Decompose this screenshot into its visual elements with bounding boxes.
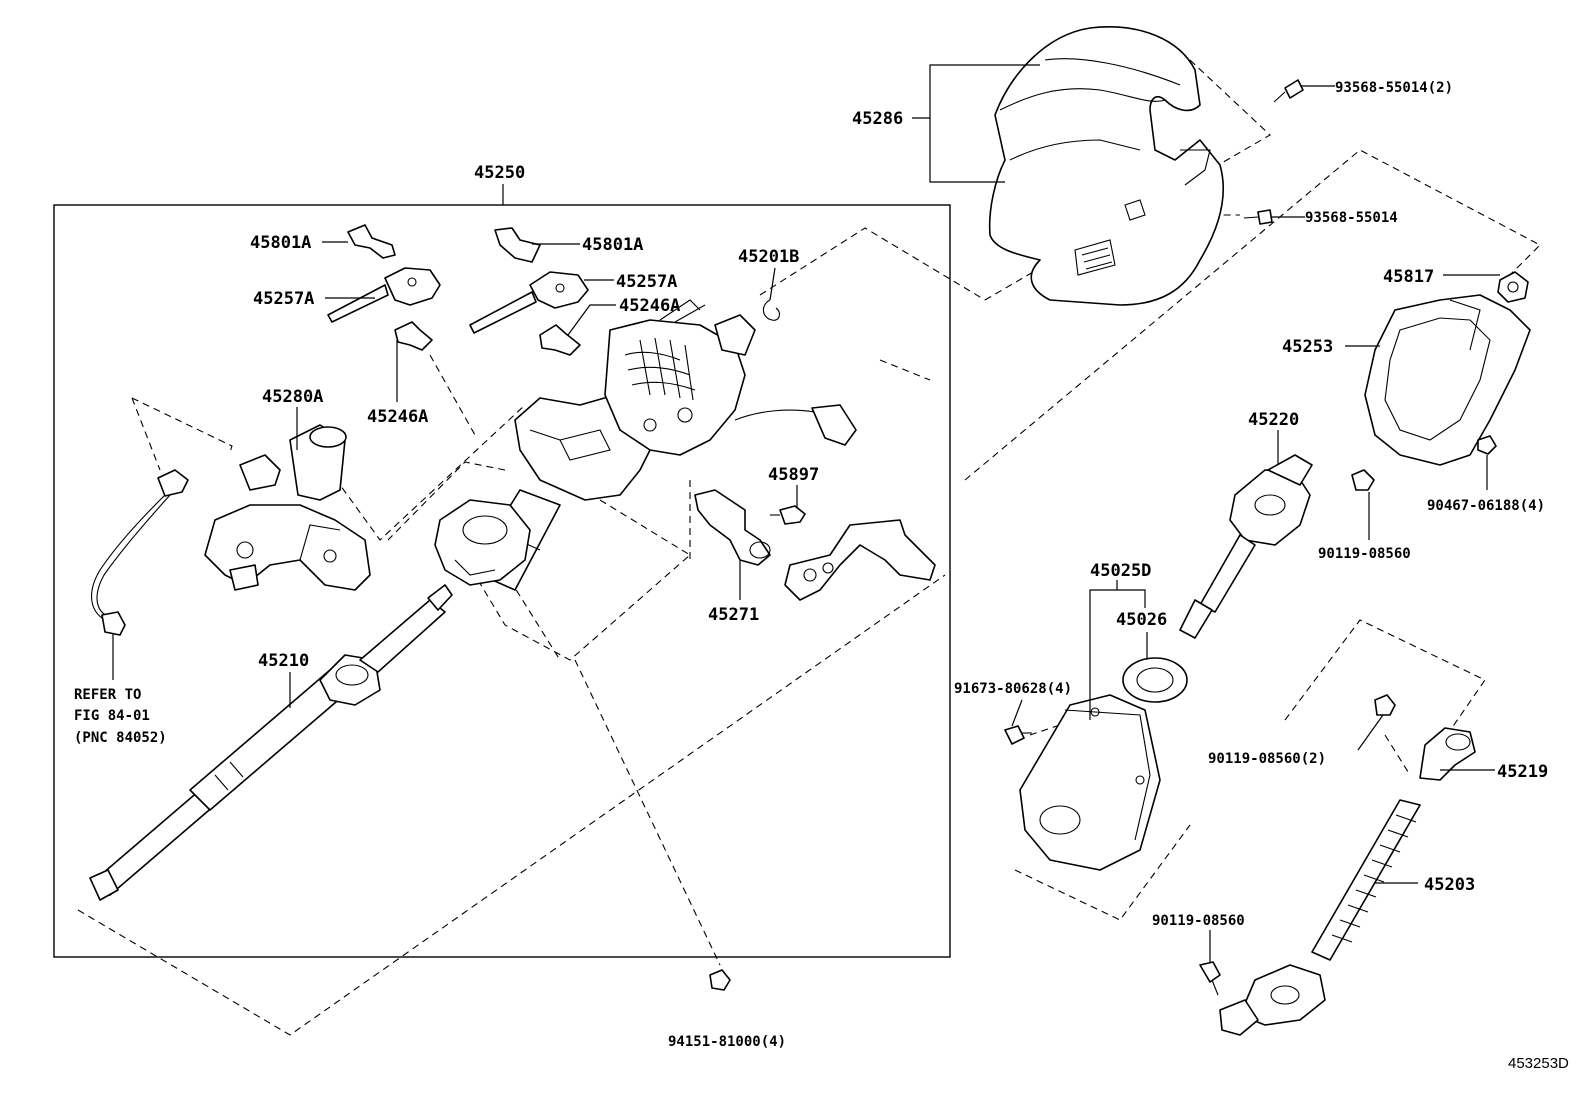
label-45801a-left: 45801A <box>250 233 311 253</box>
label-93568-55014-2: 93568-55014(2) <box>1335 80 1453 96</box>
tilt-handle <box>784 519 936 601</box>
label-45246a-right: 45246A <box>619 296 680 316</box>
label-45250: 45250 <box>474 163 525 183</box>
tilt-lever-45271 <box>694 489 771 566</box>
leader-45246a-right <box>567 304 616 336</box>
assembly-frame-45250 <box>53 204 951 958</box>
lock-spring-left <box>394 321 433 351</box>
label-94151-81000: 94151-81000(4) <box>668 1034 786 1050</box>
wire-harness <box>91 469 189 636</box>
label-90119-08560-a: 90119-08560 <box>1318 546 1411 562</box>
label-90119-08560-2: 90119-08560(2) <box>1208 751 1326 767</box>
key-cylinder-plate-right <box>494 227 541 263</box>
intermediate-shaft-45220 <box>1179 454 1313 639</box>
dashed-guides-left <box>77 227 1041 1036</box>
label-45257a-left: 45257A <box>253 289 314 309</box>
screw-icon <box>1273 79 1304 103</box>
label-45026: 45026 <box>1116 610 1167 630</box>
label-90119-08560-c: 90119-08560 <box>1152 913 1245 929</box>
label-45246a-left: 45246A <box>367 407 428 427</box>
lock-spring-right <box>539 324 581 356</box>
leader-90119b <box>1357 714 1384 751</box>
label-45286: 45286 <box>852 109 903 129</box>
label-45219: 45219 <box>1497 762 1548 782</box>
ignition-lock-housing <box>204 424 371 591</box>
bolt-icon <box>1199 961 1221 996</box>
clip-45817 <box>1497 271 1529 303</box>
label-45253: 45253 <box>1282 337 1333 357</box>
bolt-icon <box>770 505 806 525</box>
figure-code: 453253D <box>1508 1055 1569 1072</box>
lock-lever-left <box>327 267 441 323</box>
bolt-icon <box>1004 725 1032 745</box>
label-45897: 45897 <box>768 465 819 485</box>
label-45025d: 45025D <box>1090 561 1151 581</box>
label-45203: 45203 <box>1424 875 1475 895</box>
bushing-45026 <box>1122 657 1188 703</box>
column-hole-cover-45253 <box>1364 294 1531 466</box>
label-45817: 45817 <box>1383 267 1434 287</box>
label-45801a-right: 45801A <box>582 235 643 255</box>
steering-shaft-45203 <box>1219 799 1421 1036</box>
label-90467-06188: 90467-06188(4) <box>1427 498 1545 514</box>
label-91673-80628: 91673-80628(4) <box>954 681 1072 697</box>
refer-note-line3: (PNC 84052) <box>74 730 167 746</box>
bracket-45286 <box>929 64 1040 183</box>
nut-icon <box>709 969 731 991</box>
lock-lever-right <box>469 271 589 334</box>
leader-45201b <box>769 267 776 301</box>
tilt-mechanism <box>604 299 857 456</box>
bolt-icon <box>1351 469 1375 491</box>
label-45201b: 45201B <box>738 247 799 267</box>
steering-column-tube <box>434 394 656 591</box>
clip-icon <box>1477 435 1497 455</box>
bolt-icon <box>1374 694 1396 716</box>
label-45280a: 45280A <box>262 387 323 407</box>
label-93568-55014: 93568-55014 <box>1305 210 1398 226</box>
label-45210: 45210 <box>258 651 309 671</box>
refer-note-line1: REFER TO <box>74 687 141 703</box>
leader-91673 <box>1011 699 1023 727</box>
yoke-45219 <box>1419 727 1476 781</box>
clip-45201b <box>762 299 781 321</box>
column-boot-45025d <box>1019 694 1161 871</box>
label-45257a-right: 45257A <box>616 272 677 292</box>
upper-column-cover <box>988 26 1224 306</box>
label-45271: 45271 <box>708 605 759 625</box>
refer-note-line2: FIG 84-01 <box>74 708 150 724</box>
main-shaft-45210 <box>89 584 453 901</box>
label-45220: 45220 <box>1248 410 1299 430</box>
screw-icon <box>1243 209 1273 225</box>
key-cylinder-plate-left <box>347 224 396 259</box>
